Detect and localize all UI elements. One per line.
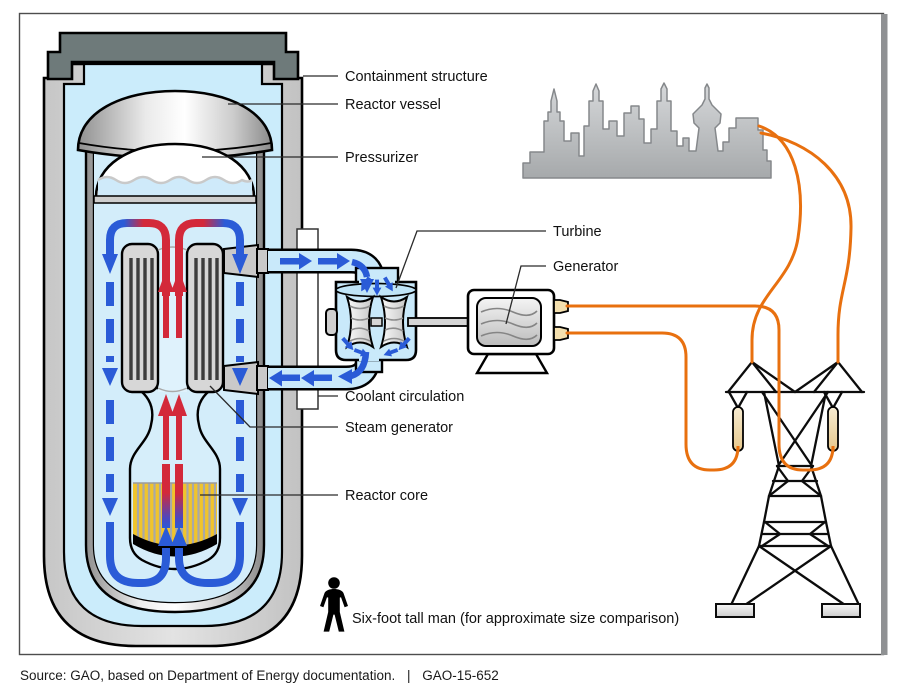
label-coolant-circulation: Coolant circulation xyxy=(345,389,464,405)
six-foot-man-icon xyxy=(320,577,349,632)
containment-cap xyxy=(46,31,300,81)
label-reactor-vessel: Reactor vessel xyxy=(345,97,441,113)
wire-generator-bottom xyxy=(565,331,740,472)
label-containment-structure: Containment structure xyxy=(345,69,488,85)
transmission-tower xyxy=(715,360,866,618)
insulator-right xyxy=(827,406,839,452)
label-pressurizer: Pressurizer xyxy=(345,150,418,166)
leader-lines xyxy=(200,75,546,496)
drive-shaft xyxy=(407,317,473,327)
insulator-left xyxy=(732,406,744,452)
vessel-deck xyxy=(93,195,257,204)
steam-generators xyxy=(120,242,269,396)
tower-foot-right xyxy=(821,603,861,618)
generator-terminal-bottom xyxy=(553,326,569,341)
pipe-flow-arrows xyxy=(269,253,374,387)
label-generator: Generator xyxy=(553,259,618,275)
power-lines xyxy=(565,124,853,472)
turbine-shaft-stub xyxy=(325,308,338,336)
tower-foot-left xyxy=(715,603,755,618)
turbine xyxy=(325,266,473,374)
diagram-labels: Containment structure Reactor vessel Pre… xyxy=(345,69,679,627)
wire-city-left xyxy=(750,124,802,364)
source-line: Source: GAO, based on Department of Ener… xyxy=(20,668,499,683)
vessel-internals xyxy=(102,219,269,587)
pressurizer-waterline xyxy=(97,175,253,185)
wire-generator-top xyxy=(565,304,835,472)
city-skyline xyxy=(522,82,772,179)
generator-terminal-top xyxy=(553,299,569,314)
label-size-comparison: Six-foot tall man (for approximate size … xyxy=(352,611,679,627)
label-reactor-core: Reactor core xyxy=(345,488,428,504)
source-text: Source: GAO, based on Department of Ener… xyxy=(20,668,499,683)
label-turbine: Turbine xyxy=(553,224,602,240)
coolant-circulation-bracket xyxy=(296,228,319,410)
generator-stand xyxy=(474,352,550,375)
label-steam-generator: Steam generator xyxy=(345,420,453,436)
pressurizer-water xyxy=(98,177,252,196)
coolant-flow xyxy=(102,219,248,587)
frame-right-shadow xyxy=(881,14,888,655)
core-lower-plate xyxy=(133,534,217,557)
generator xyxy=(466,288,569,375)
wire-city-right xyxy=(759,131,853,364)
